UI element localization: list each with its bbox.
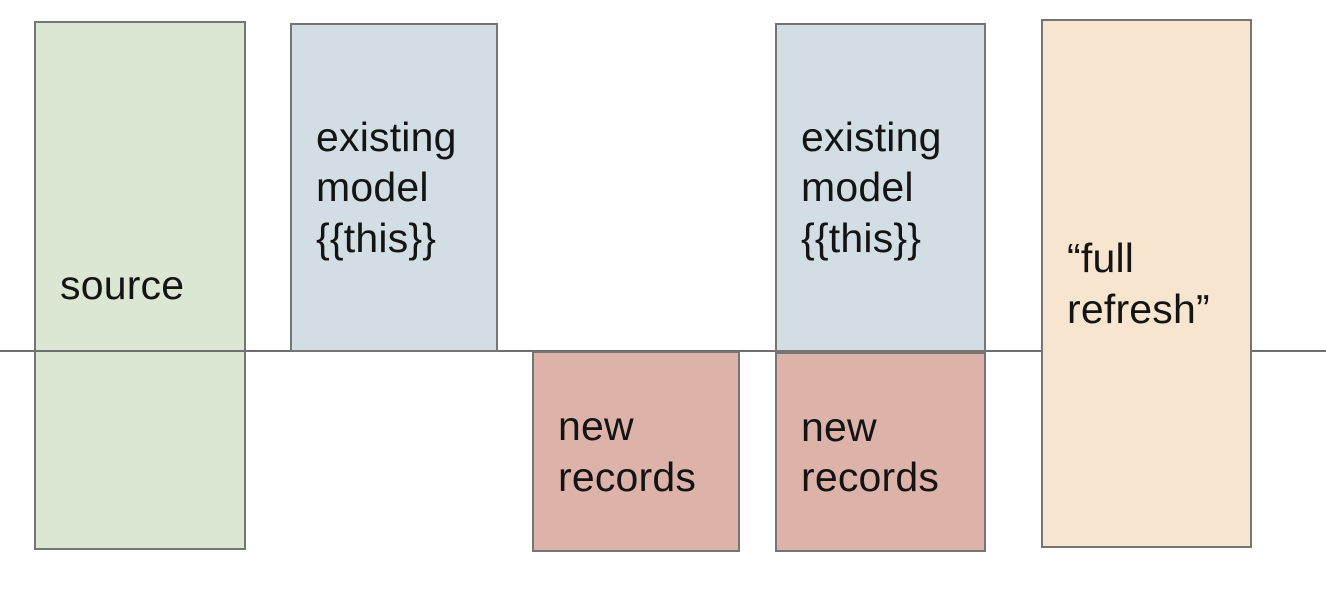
source-box: source <box>34 21 246 550</box>
new-records-box-1: new records <box>532 351 740 552</box>
full-refresh-box: “full refresh” <box>1041 19 1252 548</box>
full-refresh-box-label: “full refresh” <box>1067 235 1210 332</box>
existing-model-box-2-label: existing model {{this}} <box>801 114 942 261</box>
new-records-box-2-label: new records <box>801 403 940 500</box>
existing-model-box-1: existing model {{this}} <box>290 23 498 352</box>
existing-model-box-1-label: existing model {{this}} <box>316 114 457 261</box>
new-records-box-1-label: new records <box>558 403 697 500</box>
new-records-box-2: new records <box>775 352 986 552</box>
existing-model-box-2: existing model {{this}} <box>775 23 986 352</box>
source-box-label: source <box>60 262 185 309</box>
